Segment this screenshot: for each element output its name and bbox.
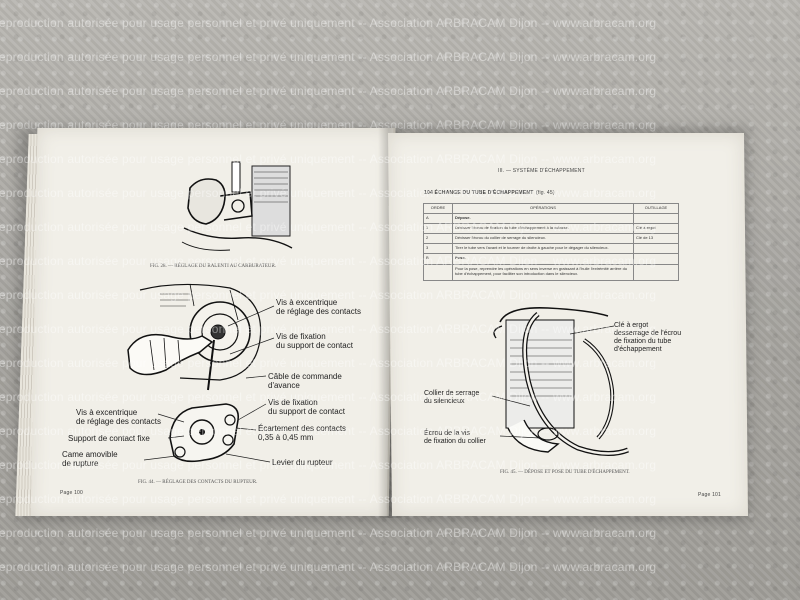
callout-collier: Collier de serrage du silencieux [424,390,480,405]
callout-ecartement: Écartement des contacts 0,35 à 0,45 mm [258,424,347,442]
table-title: 104 ÉCHANGE DU TUBE D'ÉCHAPPEMENT [424,190,534,196]
watermark-row: Reproduction autorisée pour usage person… [0,186,657,200]
callout-cle-ergot: Clé à ergot desserrage de l'écrou de fix… [614,322,682,353]
watermark-row: Reproduction autorisée pour usage person… [0,152,657,166]
watermark-row: Reproduction autorisée pour usage person… [0,356,657,370]
table-row: 3 Tirer le tube vers l'avant et le tourn… [423,243,679,255]
table-header-ordre: ORDRE [423,202,453,215]
callout-came: Came amovible de rupture [62,450,118,468]
callout-vis-excentrique-2: Vis à excentrique de réglage des contact… [76,408,161,426]
carburetor-drawing [181,161,293,251]
watermark-row: Reproduction autorisée pour usage person… [0,322,657,336]
operations-table: ORDRE OPÉRATIONS OUTILLAGE A Dépose. 1 D… [423,202,679,282]
figure-caption: FIG. 28. — RÉGLAGE DU RALENTI AU CARBURA… [150,264,277,269]
callout-vis-fixation: Vis de fixation du support de contact [276,332,353,350]
leader-lines-right [491,325,615,439]
breaker-lever-drawing [169,403,240,463]
watermark-row: Reproduction autorisée pour usage person… [0,458,657,472]
table-ref: (fig. 45) [536,190,555,196]
callout-support-fixe: Support de contact fixe [68,434,150,443]
watermark-row: Reproduction autorisée pour usage person… [0,560,657,574]
watermark-row: Reproduction autorisée pour usage person… [0,50,657,64]
table-row: 2 Dévisser l'écrou du collier de serrage… [423,233,679,245]
watermark-row: Reproduction autorisée pour usage person… [0,424,657,438]
leader-lines-left [143,305,275,463]
watermark-row: Reproduction autorisée pour usage person… [0,390,657,404]
watermark-row: Reproduction autorisée pour usage person… [0,526,657,540]
callout-vis-excentrique: Vis à excentrique de réglage des contact… [276,298,361,316]
distributor-drawing [127,283,262,391]
watermark-row: Reproduction autorisée pour usage person… [0,16,657,30]
table-header-outillage: OUTILLAGE [633,202,679,215]
exhaust-pipe-drawing [493,306,629,456]
callout-levier: Levier du rupteur [272,458,333,467]
figure-caption: FIG. 44. — RÉGLAGE DES CONTACTS DU RUPTE… [138,480,258,485]
section-header: III. — SYSTÈME D'ÉCHAPPEMENT [498,168,585,174]
callout-cable: Câble de commande d'avance [268,372,342,390]
watermark-row: Reproduction autorisée pour usage person… [0,84,657,98]
page-number: Page 100 [60,490,84,496]
watermark-row: Reproduction autorisée pour usage person… [0,492,657,506]
watermark-row: Reproduction autorisée pour usage person… [0,254,657,268]
table-header-operations: OPÉRATIONS [452,202,634,215]
figure-caption: FIG. 45. — DÉPOSE ET POSE DU TUBE D'ÉCHA… [500,470,630,475]
page-number: Page 101 [698,492,722,498]
callout-vis-fixation-2: Vis de fixation du support de contact [268,398,345,416]
callout-ecrou: Écrou de la vis de fixation du collier [424,430,486,445]
watermark-row: Reproduction autorisée pour usage person… [0,288,657,302]
watermark-row: Reproduction autorisée pour usage person… [0,220,657,234]
table-row: Pour la pose, reprendre les opérations e… [423,263,679,282]
